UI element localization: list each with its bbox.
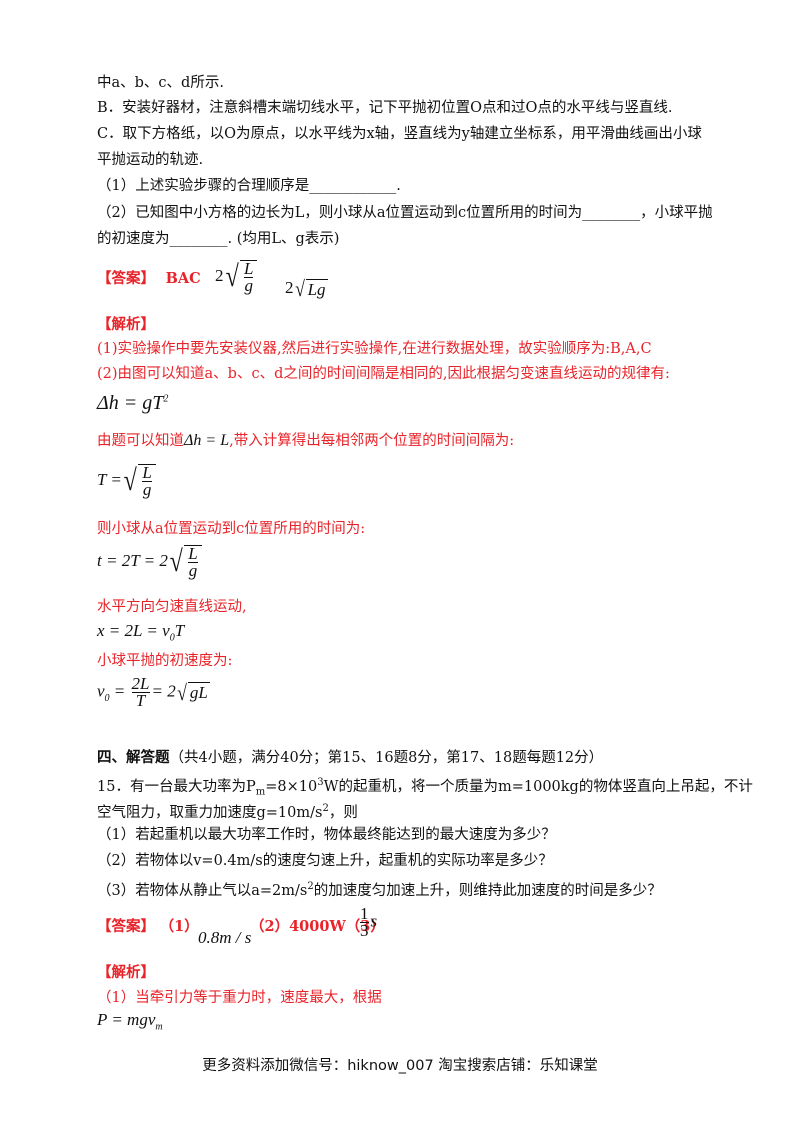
equation: Δh = gT2 — [97, 392, 169, 414]
question-15-cont: 空气阻力，取重力加速度g=10m/s2，则 — [97, 803, 358, 821]
sub-question: （3）若物体从静止气以a=2m/s2的加速度匀加速上升，则维持此加速度的时间是多… — [97, 881, 662, 899]
analysis-step: 小球平抛的初速度为: — [97, 653, 233, 669]
analysis-step: (2)由图可以知道a、b、c、d之间的时间间隔是相同的,因此根据匀变速直线运动的… — [97, 366, 670, 382]
answer-order: BAC — [165, 270, 201, 287]
answer-label: 【答案】 — [97, 270, 155, 287]
equation: x = 2L = v0T — [97, 621, 185, 644]
analysis-step: （1）当牵引力等于重力时，速度最大，根据 — [97, 990, 382, 1006]
text-line: 平抛运动的轨迹. — [97, 152, 204, 168]
answer-value: 0.8m / s — [198, 928, 252, 947]
sub-question: （2）若物体以v=0.4m/s的速度匀速上升，起重机的实际功率是多少？ — [97, 853, 553, 869]
analysis-step: (1)实验操作中要先安装仪器,然后进行实验操作,在进行数据处理，故实验顺序为:B… — [97, 341, 652, 357]
section-heading: 四、解答题（共4小题，满分40分；第15、16题8分，第17、18题每题12分） — [97, 749, 604, 766]
answer-velocity-formula: 2√Lg — [285, 276, 328, 301]
question-2-cont: 的初速度为________. (均用L、g表示) — [97, 231, 340, 247]
analysis-label: 【解析】 — [97, 316, 155, 333]
question-1: （1）上述实验步骤的合理顺序是____________. — [97, 178, 401, 194]
analysis-step: 水平方向匀速直线运动, — [97, 599, 247, 615]
text-line: C．取下方格纸，以O为原点，以水平线为x轴，竖直线为y轴建立坐标系，用平滑曲线画… — [97, 126, 702, 142]
text-line: B．安装好器材，注意斜槽末端切线水平，记下平抛初位置O点和过O点的水平线与竖直线… — [97, 100, 673, 116]
text-line: 中a、b、c、d所示. — [97, 75, 224, 91]
question-2: （2）已知图中小方格的边长为L，则小球从a位置运动到c位置所用的时间为_____… — [97, 205, 713, 221]
equation: P = mgvm — [97, 1010, 163, 1033]
answer-value: （2）4000W（3） — [250, 918, 385, 935]
answer-row: 【答案】 BAC — [97, 268, 201, 290]
analysis-step: 由题可以知道Δh = L,带入计算得出每相邻两个位置的时间间隔为: — [97, 432, 515, 449]
sub-question: （1）若起重机以最大功率工作时，物体最终能达到的最大速度为多少？ — [97, 827, 556, 843]
question-15: 15．有一台最大功率为Pm=8×103W的起重机，将一个质量为m=1000kg的… — [97, 777, 753, 798]
answer-row: 【答案】 （1） — [97, 918, 199, 935]
analysis-label: 【解析】 — [97, 964, 155, 981]
analysis-step: 则小球从a位置运动到c位置所用的时间为: — [97, 521, 366, 537]
footer: 更多资料添加微信号：hiknow_007 淘宝搜索店铺：乐知课堂 — [202, 1058, 598, 1074]
